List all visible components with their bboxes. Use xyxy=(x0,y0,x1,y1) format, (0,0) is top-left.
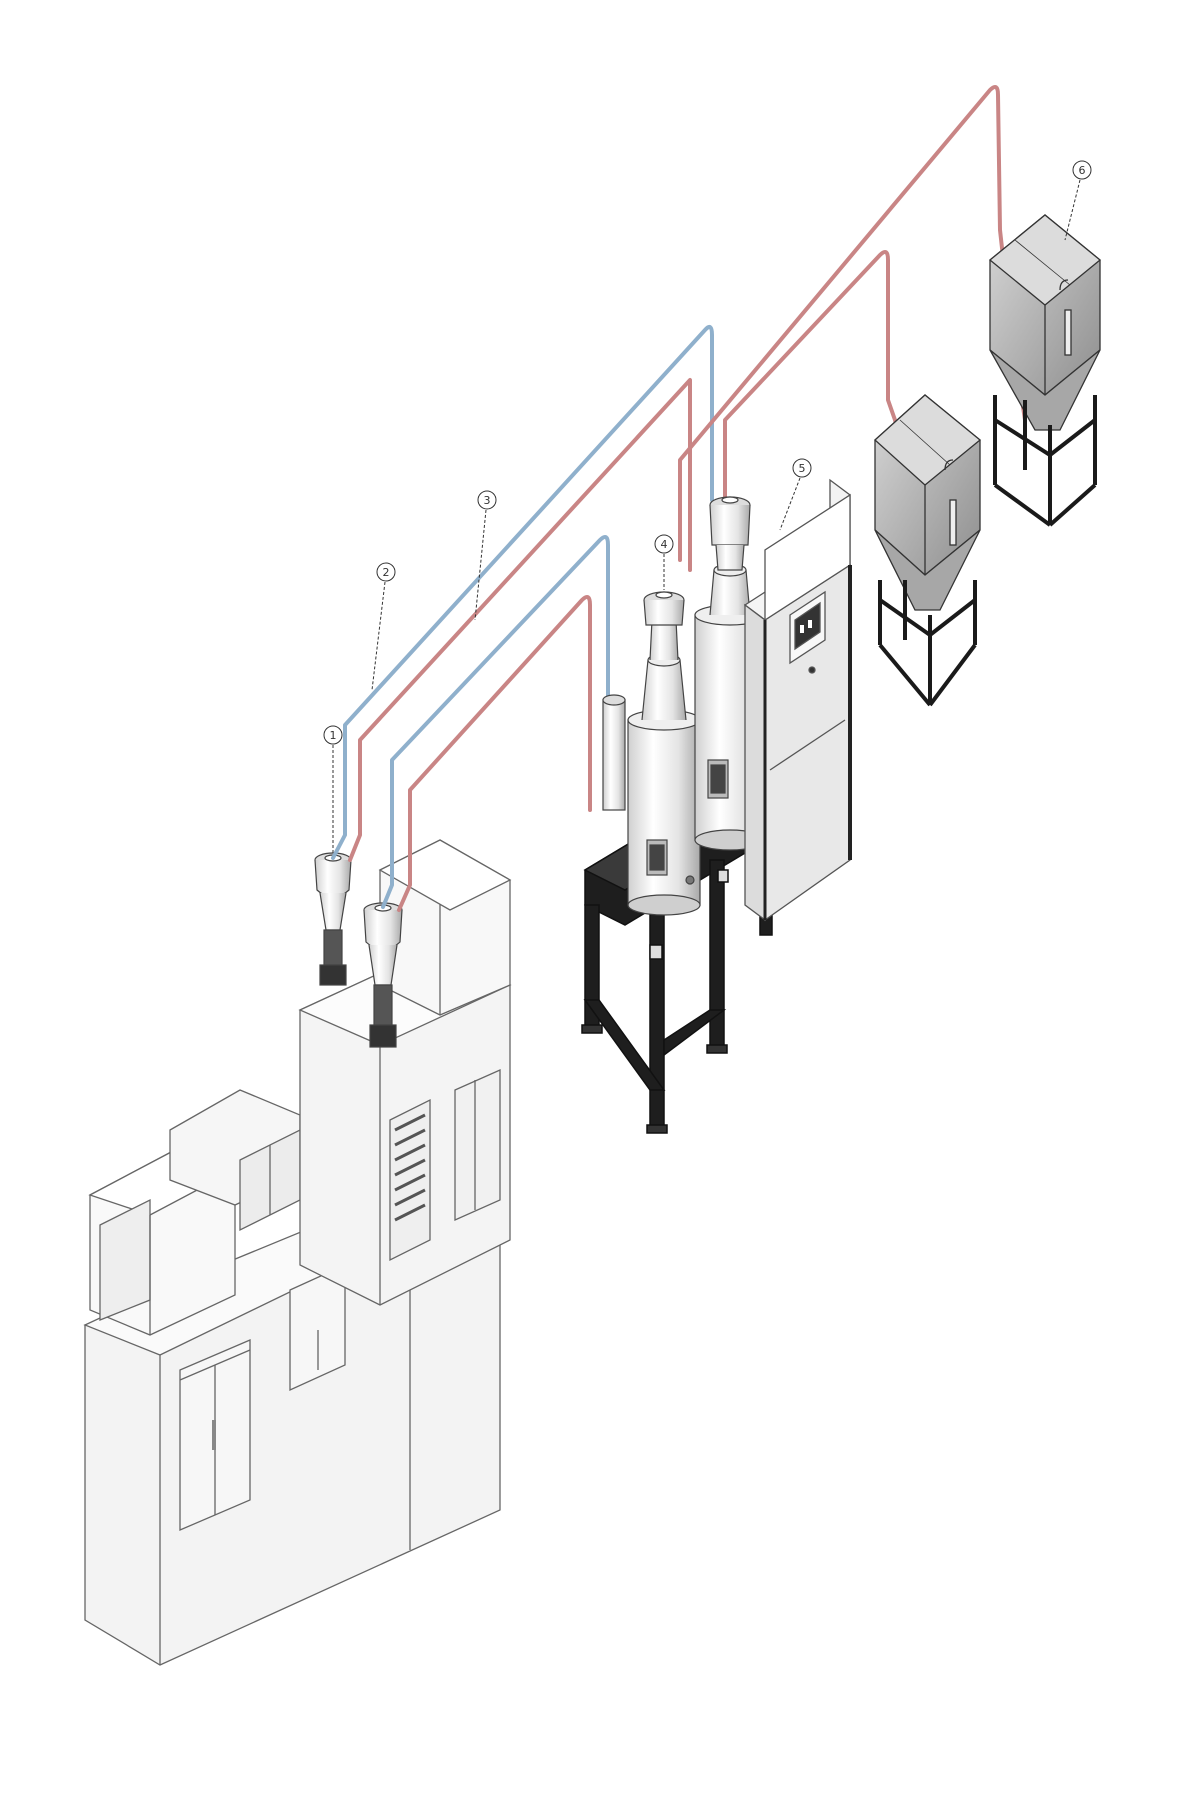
vacuum-line-bin-far xyxy=(678,85,1027,562)
callout-5-circle xyxy=(792,458,812,478)
callout-4: 4 xyxy=(661,538,668,551)
storage-bin-icon xyxy=(874,394,982,707)
callout-3: 3 xyxy=(484,494,491,507)
return-line-b xyxy=(381,535,610,909)
callout-6: 6 xyxy=(1079,164,1086,177)
dryer-hopper-1 xyxy=(627,591,701,916)
callout-5: 5 xyxy=(799,462,806,475)
callout-2-circle xyxy=(376,562,396,582)
vacuum-line-bin-near xyxy=(723,250,927,562)
callout-1-circle xyxy=(323,725,343,745)
callout-1: 1 xyxy=(330,729,337,742)
callout-6-circle xyxy=(1072,160,1092,180)
storage-bin-far-icon xyxy=(988,214,1102,527)
vacuum-line-far-bin xyxy=(348,378,692,862)
machine-loader-a xyxy=(314,852,352,986)
callout-3-circle xyxy=(477,490,497,510)
vacuum-line-dryer-front xyxy=(397,595,592,912)
callout-2: 2 xyxy=(383,566,390,579)
dryer-hopper-icon xyxy=(602,496,766,916)
callout-labels xyxy=(323,160,1092,855)
control-cabinet-icon xyxy=(743,478,852,922)
conveying-pipes xyxy=(331,85,1027,912)
callout-4-circle xyxy=(654,534,674,554)
injection-machine-icon xyxy=(83,839,512,1666)
return-line-a xyxy=(331,325,714,860)
